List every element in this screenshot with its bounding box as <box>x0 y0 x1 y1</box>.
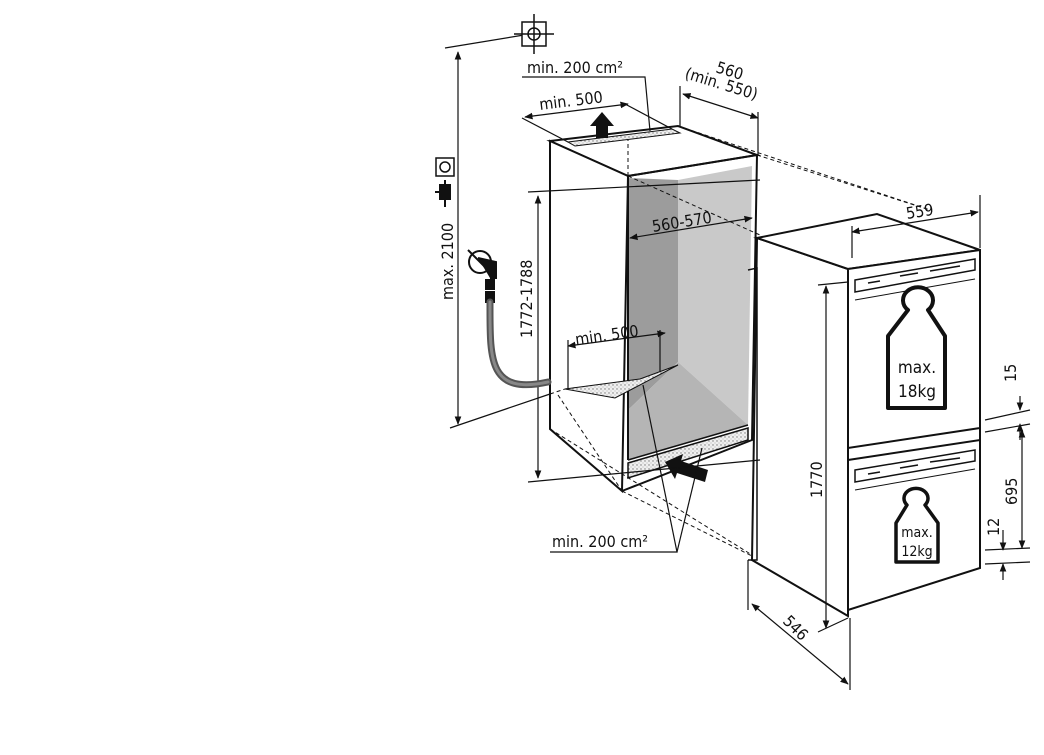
label-dim-12: 12 <box>984 518 1003 536</box>
label-dim-15: 15 <box>1001 364 1020 382</box>
label-vent-top-width: min. 500 <box>538 87 604 114</box>
label-vent-top-area: min. 200 cm² <box>527 58 623 77</box>
dimension-lines <box>444 33 1031 690</box>
socket-icon <box>435 157 455 177</box>
label-niche-height: 1772-1788 <box>517 260 536 338</box>
weight-icon-lower: max. 12kg <box>894 486 940 564</box>
weight-icon-upper: max. 18kg <box>886 285 947 410</box>
weight-upper-line2: 18kg <box>898 382 936 402</box>
label-dim-695: 695 <box>1002 478 1021 505</box>
lower-control-panel <box>854 449 976 491</box>
plug-icon <box>435 180 451 207</box>
weight-lower-line1: max. <box>901 525 932 541</box>
label-appliance-width: 559 <box>905 200 935 223</box>
arrow-up-icon <box>590 112 614 138</box>
arrow-in-icon <box>665 454 708 482</box>
water-tap-icon <box>467 249 497 303</box>
top-vent-area <box>566 128 682 147</box>
label-max-height: max. 2100 <box>438 223 457 300</box>
label-appliance-height: 1770 <box>807 461 826 498</box>
weight-upper-line1: max. <box>898 358 936 378</box>
bottom-vent-area <box>564 364 679 399</box>
label-vent-bottom-area: min. 200 cm² <box>552 532 648 551</box>
label-appliance-depth: 546 <box>779 611 812 644</box>
crosshair-icon <box>514 14 554 54</box>
weight-lower-line2: 12kg <box>901 544 932 560</box>
